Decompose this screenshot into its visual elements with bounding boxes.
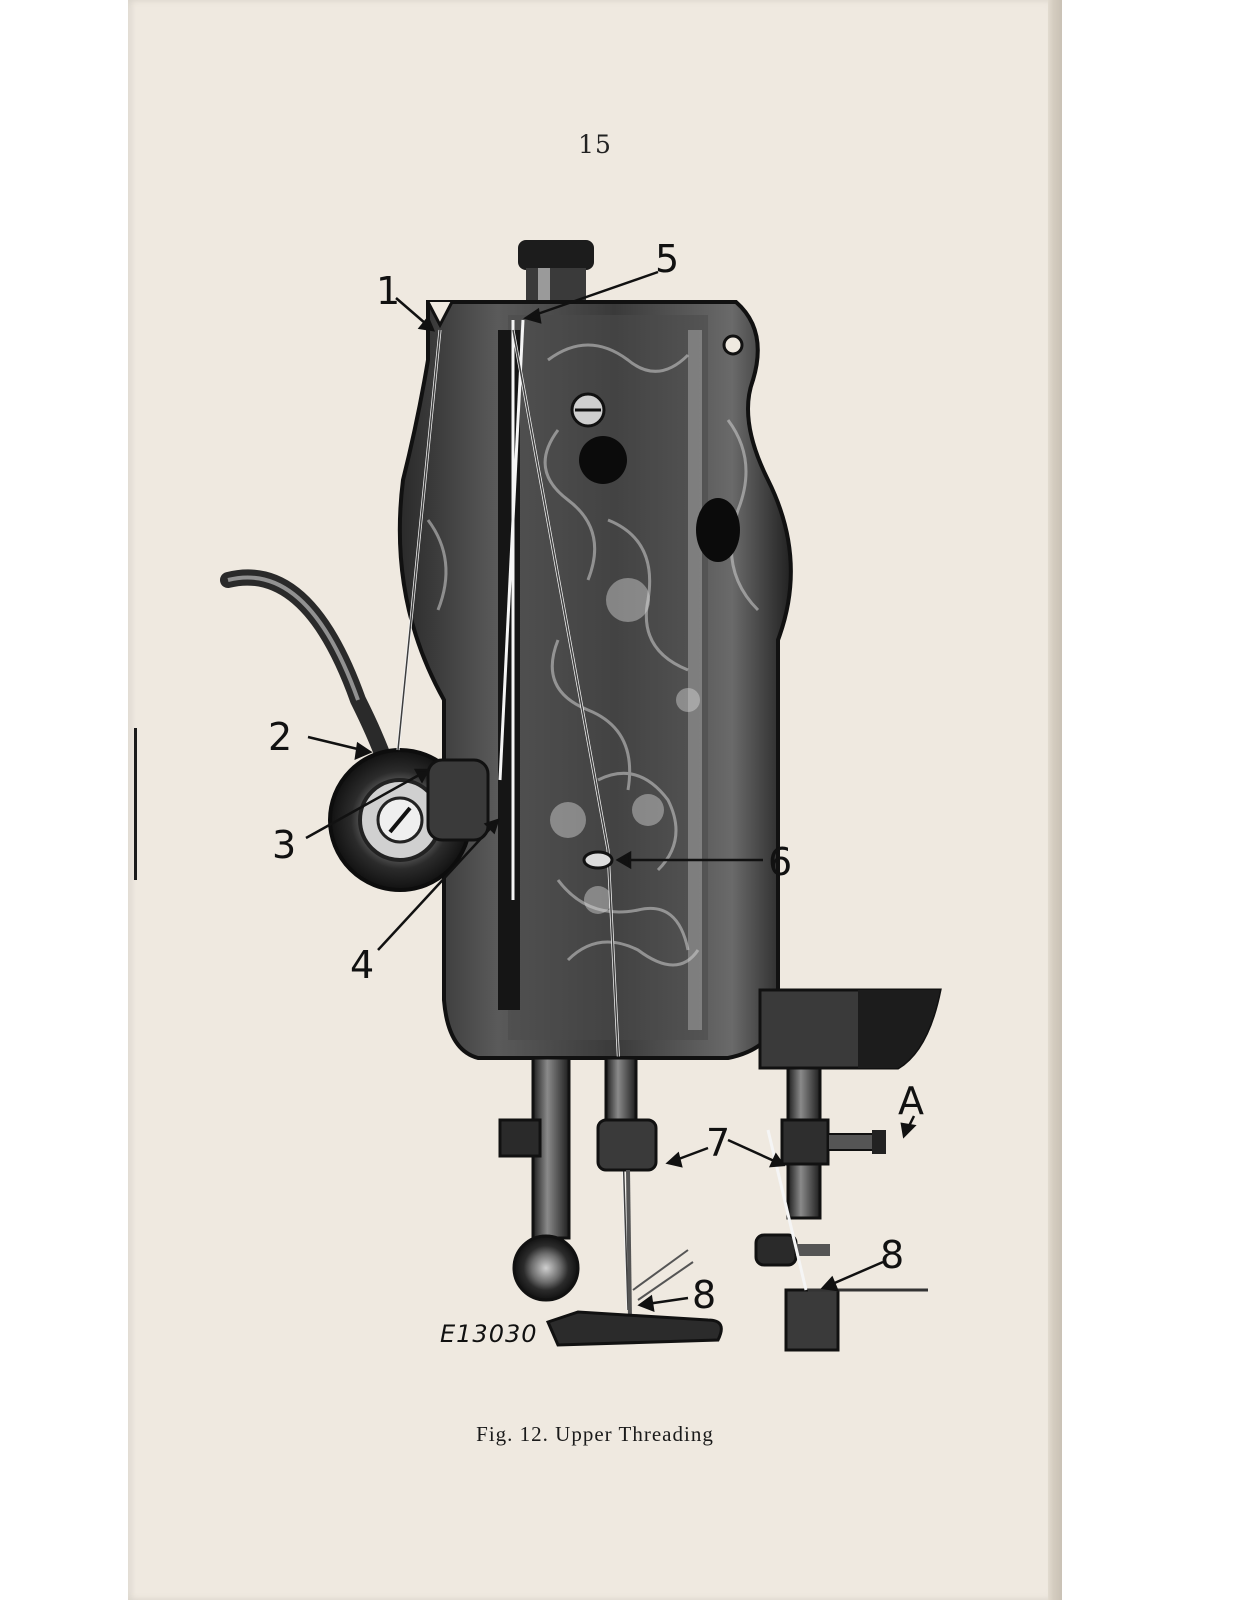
page-edge: [1048, 0, 1062, 1600]
callout-8-main: 8: [692, 1273, 717, 1317]
page-number: 15: [578, 130, 612, 159]
oil-hole: [579, 436, 627, 484]
ornament-flowers: [550, 578, 700, 914]
callout-8-inset: 8: [880, 1233, 905, 1277]
callout-6: 6: [768, 840, 793, 884]
oil-hole: [696, 498, 740, 562]
sewing-machine-illustration: [220, 240, 942, 1352]
book-page: 15: [128, 0, 1062, 1600]
tension-disc-assembly: [328, 748, 490, 892]
thread-guide-6: [582, 850, 614, 870]
needle-clamp: [596, 1118, 658, 1172]
callout-5: 5: [655, 237, 680, 281]
needle: [626, 1169, 632, 1321]
thumb-screw: [512, 1234, 580, 1302]
presser-foot: [545, 1310, 723, 1347]
callout-1: 1: [376, 269, 401, 313]
callout-3: 3: [272, 823, 297, 867]
callout-a: A: [898, 1079, 924, 1123]
binding-mark: [134, 728, 137, 880]
callout-7: 7: [706, 1121, 731, 1165]
thread-guide-1: [426, 301, 454, 329]
face-plate: [508, 315, 708, 1040]
upper-threading-figure: 1 5 2 3 4 6 7 8 8 A E13030 Fig. 12. Uppe…: [128, 0, 1062, 1600]
ornamentation: [426, 343, 760, 967]
stitch-knob: [518, 240, 594, 302]
inset-needle-detail: [754, 988, 942, 1352]
callout-2: 2: [268, 715, 293, 759]
thread-guide-hole: [722, 334, 744, 356]
callout-leaders: [305, 270, 917, 1312]
callout-4: 4: [350, 943, 375, 987]
figure-caption: Fig. 12. Upper Threading: [476, 1422, 714, 1446]
figure-code: E13030: [440, 1320, 538, 1348]
